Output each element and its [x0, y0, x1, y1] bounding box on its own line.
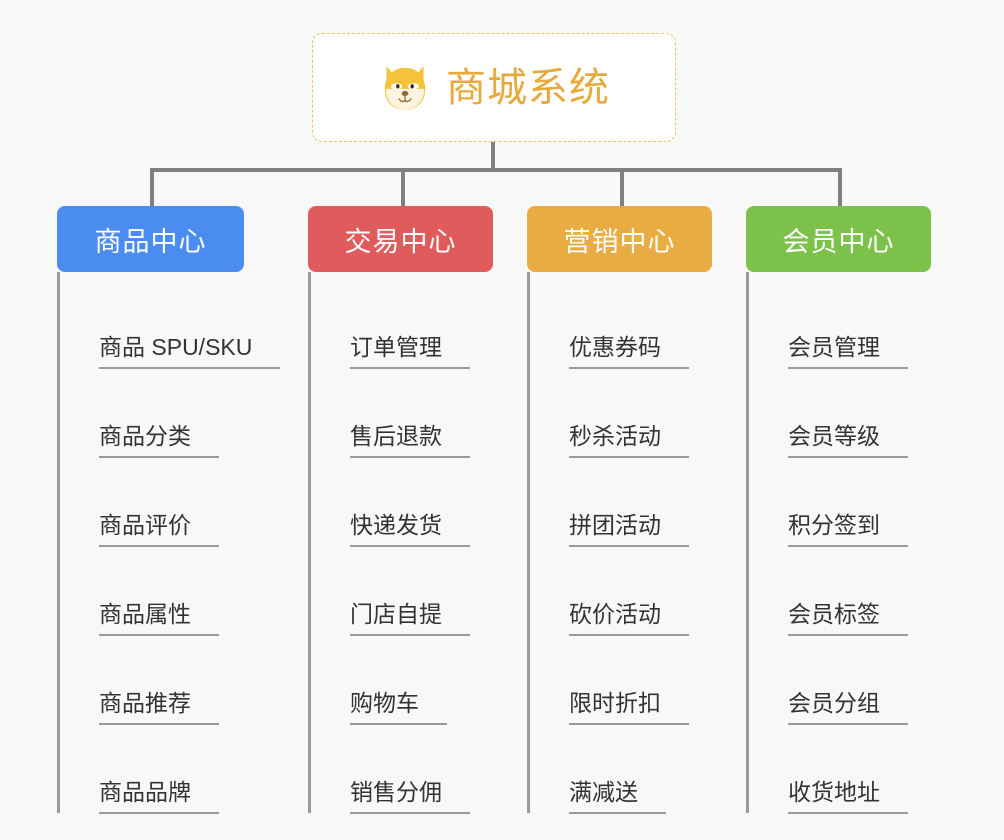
category-label: 营销中心 — [563, 226, 676, 257]
leaf-label: 快递发货 — [350, 506, 470, 547]
leaf-label: 会员管理 — [788, 328, 908, 369]
leaf-item[interactable]: 会员等级 — [746, 369, 931, 458]
leaf-item[interactable]: 收货地址 — [746, 725, 931, 814]
leaf-label: 商品评价 — [99, 506, 219, 547]
leaf-label: 商品推荐 — [99, 684, 219, 725]
leaf-item[interactable]: 积分签到 — [746, 458, 931, 547]
leaf-item[interactable]: 销售分佣 — [308, 725, 493, 814]
leaf-item[interactable]: 商品属性 — [57, 547, 244, 636]
branch-column-trade-center: 交易中心 订单管理 售后退款 快递发货 门店自提 购物车 销售分佣 — [308, 206, 493, 814]
leaf-label: 满减送 — [569, 773, 666, 814]
leaf-item[interactable]: 门店自提 — [308, 547, 493, 636]
leaf-label: 销售分佣 — [350, 773, 470, 814]
leaf-list-marketing-center: 优惠券码 秒杀活动 拼团活动 砍价活动 限时折扣 满减送 — [527, 272, 712, 814]
leaf-item[interactable]: 购物车 — [308, 636, 493, 725]
leaf-label: 门店自提 — [350, 595, 470, 636]
leaf-item[interactable]: 限时折扣 — [527, 636, 712, 725]
category-label: 会员中心 — [782, 226, 895, 257]
root-node[interactable]: 商城系统 — [312, 33, 676, 142]
leaf-item[interactable]: 秒杀活动 — [527, 369, 712, 458]
leaf-label: 商品属性 — [99, 595, 219, 636]
root-title: 商城系统 — [446, 65, 610, 110]
leaf-label: 售后退款 — [350, 417, 470, 458]
connector-horizontal-bus — [150, 168, 838, 172]
leaf-list-member-center: 会员管理 会员等级 积分签到 会员标签 会员分组 收货地址 — [746, 272, 931, 814]
category-label: 商品中心 — [94, 226, 207, 257]
category-label: 交易中心 — [344, 226, 457, 257]
branch-column-product-center: 商品中心 商品 SPU/SKU 商品分类 商品评价 商品属性 商品推荐 商品品牌 — [57, 206, 281, 814]
leaf-label: 购物车 — [350, 684, 447, 725]
leaf-label: 积分签到 — [788, 506, 908, 547]
leaf-label: 会员标签 — [788, 595, 908, 636]
leaf-item[interactable]: 满减送 — [527, 725, 712, 814]
category-node-product-center[interactable]: 商品中心 — [57, 206, 244, 272]
leaf-item[interactable]: 快递发货 — [308, 458, 493, 547]
category-node-member-center[interactable]: 会员中心 — [746, 206, 931, 272]
leaf-spine — [57, 272, 60, 813]
connector-drop-3 — [620, 168, 624, 206]
leaf-label: 砍价活动 — [569, 595, 689, 636]
leaf-label: 会员等级 — [788, 417, 908, 458]
connector-root-stem — [491, 142, 495, 170]
category-node-trade-center[interactable]: 交易中心 — [308, 206, 493, 272]
category-node-marketing-center[interactable]: 营销中心 — [527, 206, 712, 272]
leaf-spine — [527, 272, 530, 813]
leaf-spine — [308, 272, 311, 813]
leaf-item[interactable]: 商品评价 — [57, 458, 244, 547]
leaf-item[interactable]: 订单管理 — [308, 280, 493, 369]
connector-drop-1 — [150, 168, 154, 206]
leaf-label: 收货地址 — [788, 773, 908, 814]
connector-drop-4 — [838, 168, 842, 206]
leaf-label: 商品品牌 — [99, 773, 219, 814]
leaf-item[interactable]: 商品 SPU/SKU — [57, 280, 281, 369]
leaf-label: 商品 SPU/SKU — [99, 328, 281, 369]
leaf-item[interactable]: 砍价活动 — [527, 547, 712, 636]
leaf-spine — [746, 272, 749, 813]
branch-column-member-center: 会员中心 会员管理 会员等级 积分签到 会员标签 会员分组 收货地址 — [746, 206, 931, 814]
leaf-item[interactable]: 拼团活动 — [527, 458, 712, 547]
leaf-label: 会员分组 — [788, 684, 908, 725]
leaf-label: 商品分类 — [99, 417, 219, 458]
leaf-label: 秒杀活动 — [569, 417, 689, 458]
leaf-item[interactable]: 会员分组 — [746, 636, 931, 725]
leaf-list-trade-center: 订单管理 售后退款 快递发货 门店自提 购物车 销售分佣 — [308, 272, 493, 814]
leaf-list-product-center: 商品 SPU/SKU 商品分类 商品评价 商品属性 商品推荐 商品品牌 — [57, 272, 281, 814]
leaf-label: 优惠券码 — [569, 328, 689, 369]
leaf-item[interactable]: 会员标签 — [746, 547, 931, 636]
leaf-item[interactable]: 商品品牌 — [57, 725, 244, 814]
branch-column-marketing-center: 营销中心 优惠券码 秒杀活动 拼团活动 砍价活动 限时折扣 满减送 — [527, 206, 712, 814]
connector-drop-2 — [401, 168, 405, 206]
leaf-item[interactable]: 优惠券码 — [527, 280, 712, 369]
leaf-label: 拼团活动 — [569, 506, 689, 547]
leaf-item[interactable]: 商品推荐 — [57, 636, 244, 725]
shiba-dog-face-icon — [384, 65, 426, 110]
leaf-item[interactable]: 售后退款 — [308, 369, 493, 458]
leaf-label: 限时折扣 — [569, 684, 689, 725]
leaf-item[interactable]: 商品分类 — [57, 369, 244, 458]
leaf-item[interactable]: 会员管理 — [746, 280, 931, 369]
leaf-label: 订单管理 — [350, 328, 470, 369]
